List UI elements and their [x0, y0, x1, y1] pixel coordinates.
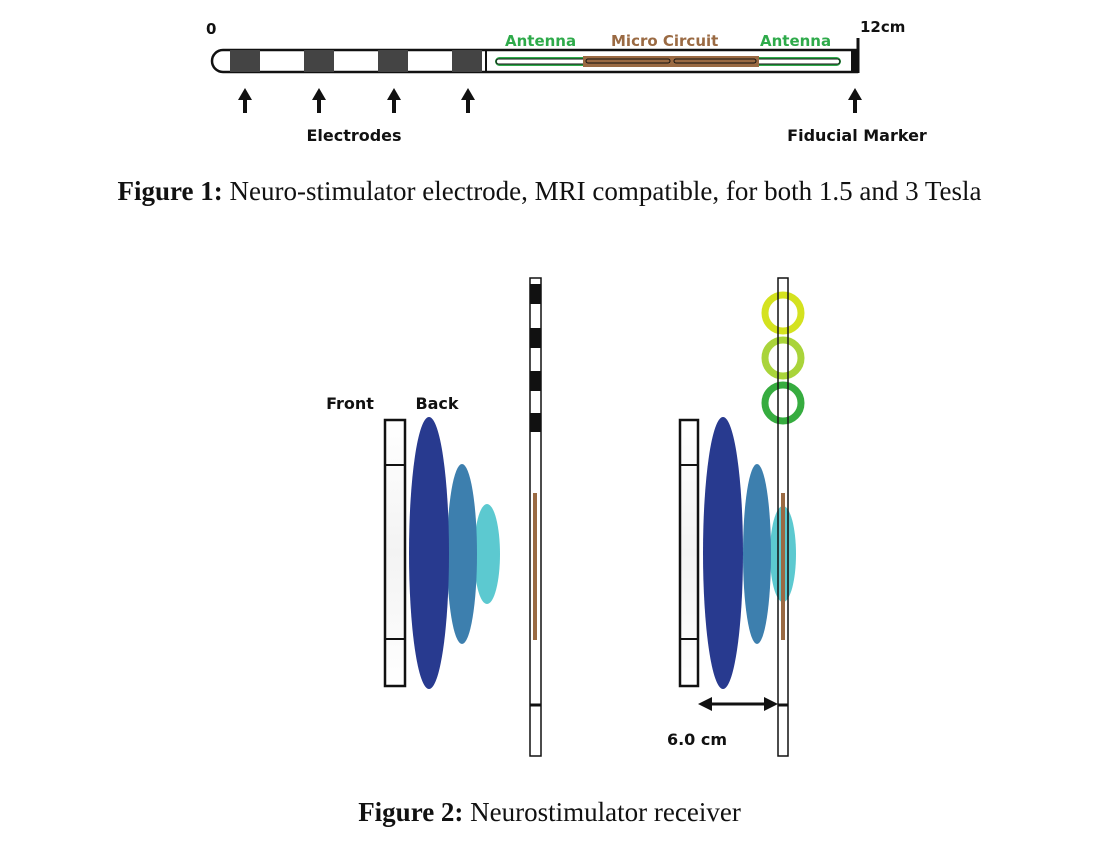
coil-ring-lime [761, 336, 805, 380]
front-label: Front [326, 394, 374, 413]
figure1-electrode-diagram: 0 12cm Antenna Micro Circuit Antenna Ele… [206, 18, 927, 145]
coil-ring-green [761, 381, 805, 425]
field-lobe-navy [703, 417, 743, 689]
figure2-caption-text: Neurostimulator receiver [463, 797, 741, 827]
antenna-right-label: Antenna [760, 32, 831, 50]
electrode-band [452, 50, 482, 72]
fiducial-marker-band [851, 50, 859, 72]
micro-circuit [583, 56, 759, 67]
field-lobe-navy [409, 417, 449, 689]
back-label: Back [415, 394, 458, 413]
double-arrow-icon [698, 697, 778, 711]
lead-micro-circuit [533, 493, 537, 640]
lead-band [530, 371, 541, 391]
figure1-caption-prefix: Figure 1: [117, 176, 223, 206]
up-arrow-icon [461, 88, 475, 113]
electrodes-label: Electrodes [306, 126, 401, 145]
figure2-caption-prefix: Figure 2: [358, 797, 464, 827]
micro-circuit-trace [585, 58, 671, 64]
electrode-band [378, 50, 408, 72]
scale-end-label: 12cm [860, 18, 905, 36]
field-lobe-light [474, 504, 500, 604]
coil-ring-yellow [761, 291, 805, 335]
figure1-caption-text: Neuro-stimulator electrode, MRI compatib… [222, 176, 982, 206]
up-arrow-icon [312, 88, 326, 113]
electrode-band [230, 50, 260, 72]
field-lobe-mid [447, 464, 477, 644]
fiducial-marker-label: Fiducial Marker [787, 126, 927, 145]
up-arrow-icon [387, 88, 401, 113]
lead-band [530, 284, 541, 304]
receiver-housing [678, 418, 700, 688]
figure2-left-panel: Front Back [326, 277, 542, 757]
electrode-arrows [238, 88, 862, 113]
distance-label: 6.0 cm [667, 730, 727, 749]
electrode-band [304, 50, 334, 72]
micro-circuit-label: Micro Circuit [611, 32, 718, 50]
receiver-housing [383, 418, 407, 688]
figure1-caption: Figure 1: Neuro-stimulator electrode, MR… [0, 176, 1099, 207]
lead-micro-circuit [781, 493, 785, 640]
up-arrow-icon [848, 88, 862, 113]
lead-band [530, 413, 541, 432]
micro-circuit-trace [673, 58, 757, 64]
antenna-left-label: Antenna [505, 32, 576, 50]
lead-band [530, 328, 541, 348]
figure2-right-panel: 6.0 cm [667, 277, 805, 757]
up-arrow-icon [238, 88, 252, 113]
electrode-lead [777, 277, 789, 757]
figure2-caption: Figure 2: Neurostimulator receiver [0, 797, 1099, 828]
scale-start-label: 0 [206, 20, 216, 38]
field-lobe-mid [743, 464, 771, 644]
